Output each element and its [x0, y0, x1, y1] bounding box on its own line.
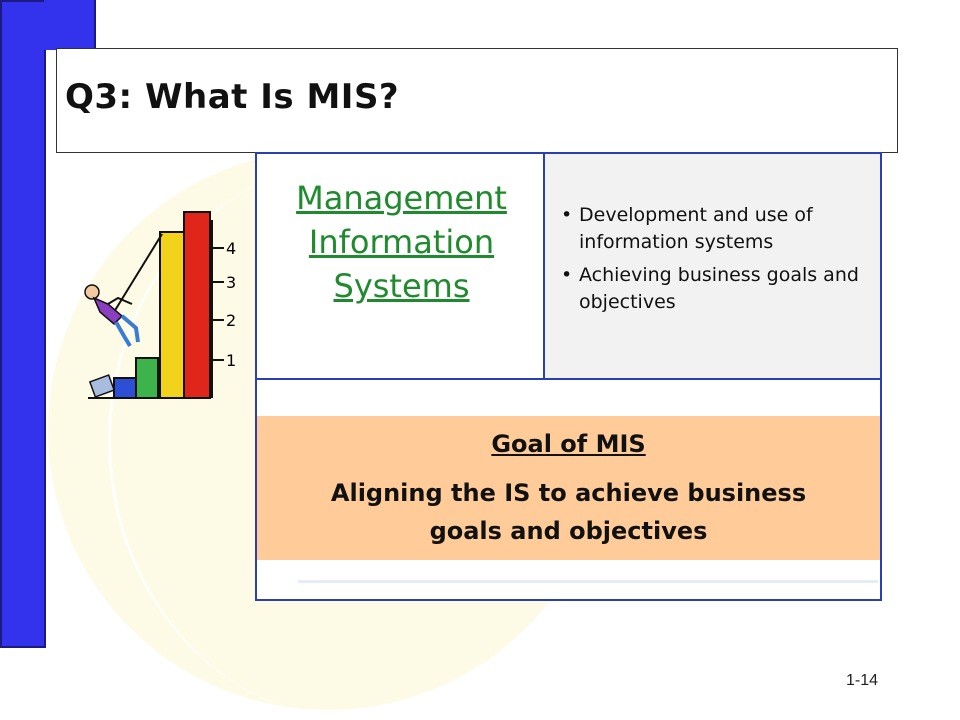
mis-bullets-box: Development and use of information syste… [543, 152, 882, 380]
mis-definition-box: Management Information Systems [255, 152, 548, 380]
mis-title-line-2: Information [308, 223, 495, 261]
divider-line [298, 580, 878, 583]
bar-red [183, 211, 211, 399]
left-accent-bar [0, 0, 46, 648]
title-box: Q3: What Is MIS? [56, 48, 898, 153]
slide-title: Q3: What Is MIS? [65, 77, 400, 117]
axis-label-3: 3 [226, 273, 236, 292]
top-accent-bar [44, 0, 96, 50]
axis-label-1: 1 [226, 351, 236, 370]
mis-title-line-3: Systems [333, 267, 470, 305]
mis-title-line-1: Management [296, 179, 507, 217]
climbing-chart-svg: 4 3 2 1 [84, 211, 236, 399]
bullet-list: Development and use of information syste… [561, 202, 872, 322]
bar-green [135, 357, 159, 399]
bar-yellow [159, 231, 185, 399]
axis-label-4: 4 [226, 239, 236, 258]
bullet-item: Achieving business goals and objectives [561, 262, 872, 316]
slide-number: 1-14 [846, 672, 879, 689]
axis-label-2: 2 [226, 311, 236, 330]
climbing-chart-icon: 4 3 2 1 [78, 200, 258, 410]
background-circle-highlight [108, 160, 611, 720]
goal-title: Goal of MIS [491, 430, 646, 458]
bar-blue [113, 377, 137, 399]
mis-title-link[interactable]: Management Information Systems [257, 176, 546, 308]
goal-box: Goal of MIS Aligning the IS to achieve b… [257, 416, 880, 560]
goal-text-line-2: goals and objectives [429, 517, 708, 545]
goal-text: Aligning the IS to achieve business goal… [257, 474, 880, 550]
bullet-item: Development and use of information syste… [561, 202, 872, 256]
goal-text-line-1: Aligning the IS to achieve business [330, 479, 807, 507]
